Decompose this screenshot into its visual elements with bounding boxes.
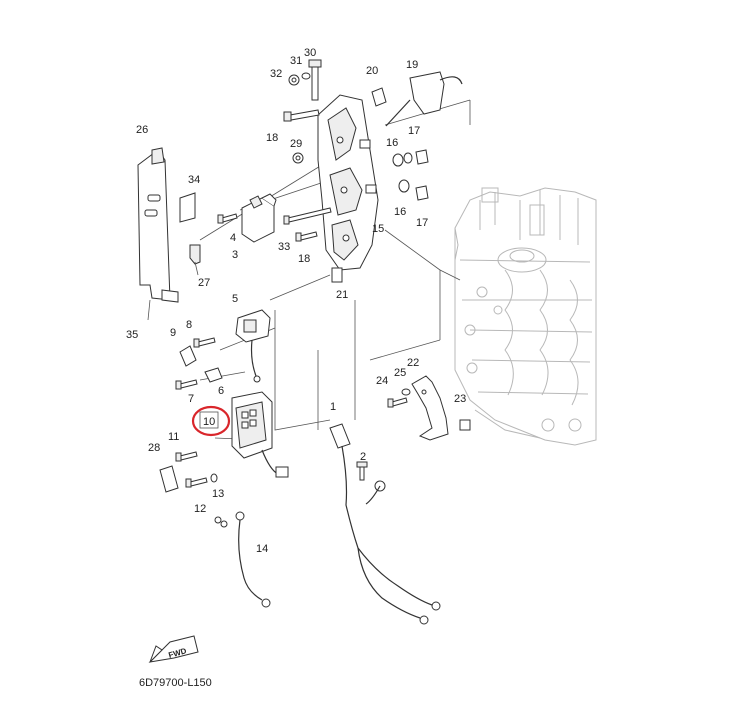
part-3-ignition-coil <box>241 193 277 243</box>
part-21-clip <box>331 267 343 283</box>
part-19-bracket <box>385 71 463 127</box>
highlight-ring <box>191 405 231 437</box>
callout-25: 25 <box>394 367 406 379</box>
callout-18-lower: 18 <box>298 253 310 265</box>
callout-21: 21 <box>336 289 348 301</box>
part-14-ground-lead <box>235 511 271 608</box>
part-2-bolt <box>356 461 368 481</box>
callout-19: 19 <box>406 59 418 71</box>
callout-22: 22 <box>407 357 419 369</box>
callout-28: 28 <box>148 442 160 454</box>
part-16-grommet-upper <box>392 152 413 167</box>
part-8-bolt <box>193 337 216 348</box>
part-16-grommet-lower <box>398 179 410 193</box>
callout-31: 31 <box>290 55 302 67</box>
callout-16-lower: 16 <box>394 206 406 218</box>
part-26-cover-panel <box>137 147 179 303</box>
callout-33: 33 <box>278 241 290 253</box>
part-25-washer <box>401 388 411 396</box>
part-24-bolt <box>387 397 408 408</box>
callout-17-upper: 17 <box>408 125 420 137</box>
part-4-bolt <box>217 213 238 224</box>
callout-8: 8 <box>186 319 192 331</box>
callout-12: 12 <box>194 503 206 515</box>
callout-10-highlighted[interactable]: 10 <box>191 405 231 437</box>
part-34-decal <box>179 192 196 223</box>
part-13-washer <box>210 473 228 528</box>
callout-14: 14 <box>256 543 268 555</box>
callout-1: 1 <box>330 401 336 413</box>
callout-30: 30 <box>304 47 316 59</box>
callout-7: 7 <box>188 393 194 405</box>
callout-15: 15 <box>372 223 384 235</box>
part-9-cap <box>179 345 197 367</box>
part-6-clamp <box>204 367 223 383</box>
callout-13: 13 <box>212 488 224 500</box>
part-29-grommet <box>292 152 304 164</box>
part-17-collar-upper <box>415 149 429 165</box>
callout-11: 11 <box>168 431 179 443</box>
part-18-bolt-upper <box>283 109 320 122</box>
callout-6: 6 <box>218 385 224 397</box>
part-20-connector <box>371 87 387 107</box>
part-30-bolt <box>308 59 322 101</box>
callout-labels: 1 2 3 4 5 6 7 8 9 11 12 13 14 15 16 16 1… <box>126 47 466 555</box>
callout-20: 20 <box>366 65 378 77</box>
part-15-bracket <box>317 94 379 271</box>
callout-9: 9 <box>170 327 176 339</box>
callout-5: 5 <box>232 293 238 305</box>
callout-27: 27 <box>198 277 210 289</box>
part-7-bolt <box>175 379 198 390</box>
part-31-washer <box>301 72 311 80</box>
callout-2: 2 <box>360 451 366 463</box>
callout-32: 32 <box>270 68 282 80</box>
part-10-cdi-unit <box>231 391 289 478</box>
part-5-sensor <box>235 309 271 383</box>
part-11-bolt <box>175 451 198 462</box>
part-35-leader <box>147 299 151 321</box>
callout-34: 34 <box>188 174 200 186</box>
part-22-bracket-plate <box>411 375 449 441</box>
callout-29: 29 <box>290 138 302 150</box>
part-17-collar-lower <box>415 185 429 201</box>
callout-18-upper: 18 <box>266 132 278 144</box>
part-1-battery-cable <box>329 423 441 625</box>
callout-24: 24 <box>376 375 388 387</box>
callout-10: 10 <box>203 416 215 428</box>
callout-3: 3 <box>232 249 238 261</box>
callout-16-upper: 16 <box>386 137 398 149</box>
part-27-clip <box>189 244 201 276</box>
part-23-nut <box>459 419 471 431</box>
part-12-bolt <box>185 477 208 488</box>
callout-35: 35 <box>126 329 138 341</box>
part-28-cap <box>159 465 179 493</box>
part-33-long-bolt <box>283 207 332 225</box>
fwd-arrow-icon: FWD <box>148 635 199 663</box>
callout-4: 4 <box>230 232 236 244</box>
diagram-code: 6D79700-L150 <box>139 677 212 689</box>
callout-26: 26 <box>136 124 148 136</box>
part-18-bolt-lower <box>295 231 318 242</box>
part-32-grommet <box>288 74 300 86</box>
engine-block-outline <box>454 187 597 446</box>
callout-17-lower: 17 <box>416 217 428 229</box>
callout-23: 23 <box>454 393 466 405</box>
